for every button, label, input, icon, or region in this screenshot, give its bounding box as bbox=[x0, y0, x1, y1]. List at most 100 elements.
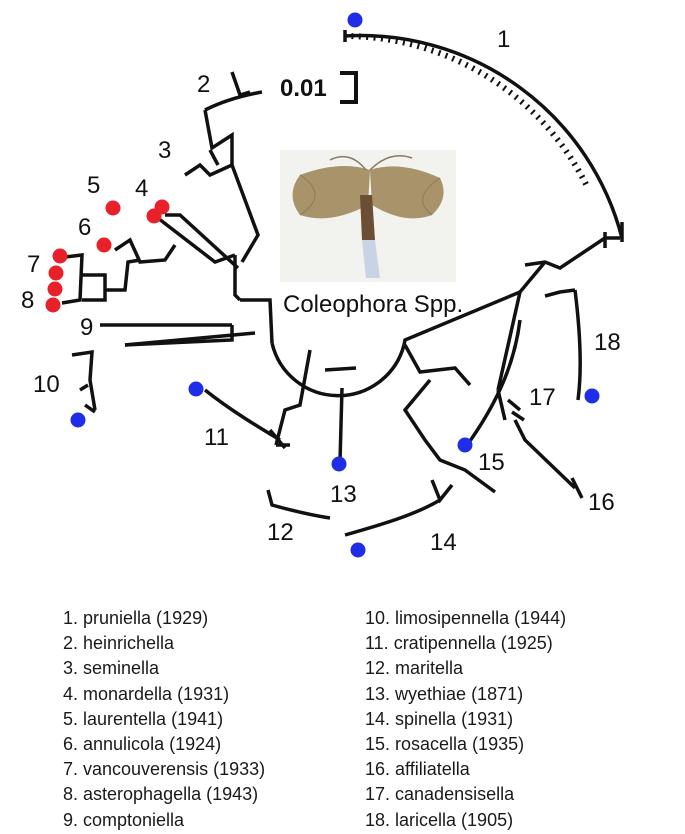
clade-number-18: 18 bbox=[594, 329, 621, 356]
marker-dot-5 bbox=[105, 200, 121, 216]
clade-number-7: 7 bbox=[27, 251, 40, 278]
legend-item-13: 13. wyethiae (1871) bbox=[365, 683, 524, 704]
legend-item-5: 5. laurentella (1941) bbox=[63, 708, 224, 729]
marker-dot-8a bbox=[47, 281, 63, 297]
legend-item-8: 8. asterophagella (1943) bbox=[63, 784, 259, 805]
markers bbox=[45, 12, 600, 558]
branch-tick bbox=[550, 131, 556, 137]
branch-tick bbox=[373, 34, 376, 41]
branch-tick bbox=[582, 181, 589, 186]
clade-15-branch bbox=[463, 319, 522, 450]
branch-tick bbox=[545, 125, 552, 131]
branch-tick bbox=[395, 37, 399, 45]
clade-number-15: 15 bbox=[478, 449, 505, 476]
marker-dot-11 bbox=[188, 381, 204, 397]
clade-number-6: 6 bbox=[78, 214, 91, 241]
legend-item-3: 3. seminella bbox=[63, 658, 160, 679]
legend-left-column: 1. pruniella (1929) 2. heinrichella 3. s… bbox=[63, 606, 265, 833]
clade-number-14: 14 bbox=[430, 529, 457, 556]
branch-tick bbox=[416, 42, 421, 50]
branch-tick bbox=[567, 155, 574, 161]
branch-tick bbox=[524, 104, 531, 110]
marker-dot-1 bbox=[347, 12, 363, 28]
legend-item-9: 9. comptoniella bbox=[63, 809, 185, 830]
branch-tick bbox=[507, 89, 514, 96]
backbone-right bbox=[402, 290, 521, 346]
root-arc bbox=[270, 342, 406, 398]
clade-10-tips bbox=[79, 383, 97, 414]
scale-bar bbox=[340, 71, 358, 104]
clade-6-7-join bbox=[105, 258, 141, 292]
branch-tick bbox=[540, 119, 547, 126]
branch-tick bbox=[554, 137, 561, 143]
branch-tick bbox=[430, 47, 435, 54]
legend-item-16: 16. affiliatella bbox=[365, 759, 470, 780]
clade-14-15-stem bbox=[403, 344, 472, 387]
branch-tick bbox=[571, 161, 578, 167]
clade-number-11: 11 bbox=[204, 424, 229, 451]
clade-right-stem bbox=[518, 260, 547, 294]
clade-number-13: 13 bbox=[330, 481, 357, 508]
clade-2-stem bbox=[203, 109, 234, 165]
marker-dot-4b bbox=[146, 208, 162, 224]
legend-item-1: 1. pruniella (1929) bbox=[63, 608, 209, 628]
clade-number-9: 9 bbox=[80, 314, 93, 341]
clade-11-node bbox=[268, 428, 287, 450]
marker-dot-7a bbox=[52, 248, 68, 264]
clade-number-10: 10 bbox=[33, 371, 60, 398]
marker-dot-18 bbox=[584, 388, 600, 404]
branch-tick bbox=[513, 94, 519, 101]
clade-6 bbox=[114, 237, 177, 264]
branch-tick bbox=[409, 41, 413, 48]
branch-tick bbox=[578, 174, 586, 180]
figure-title: Coleophora Spp. bbox=[283, 291, 463, 318]
marker-dot-14 bbox=[350, 542, 366, 558]
clade-number-12: 12 bbox=[267, 519, 294, 546]
branch-tick bbox=[575, 168, 582, 173]
branch-tick bbox=[519, 99, 525, 105]
branch-tick bbox=[530, 109, 536, 115]
branch-tick bbox=[444, 52, 449, 59]
marker-dot-7b bbox=[48, 265, 64, 281]
clade-7-8-node bbox=[82, 273, 107, 302]
branch-tick bbox=[483, 72, 489, 79]
clade-number-1: 1 bbox=[497, 26, 510, 53]
clade-4 bbox=[165, 213, 240, 270]
clade-number-8: 8 bbox=[21, 287, 34, 314]
clade-3 bbox=[184, 162, 260, 263]
branch-tick bbox=[464, 61, 469, 69]
branch-tick bbox=[489, 76, 495, 83]
legend-item-10: 10. limosipennella (1944) bbox=[365, 608, 567, 628]
legend-item-12: 12. maritella bbox=[365, 658, 464, 679]
clade-3-tip bbox=[208, 149, 220, 166]
clade-15-sub bbox=[402, 378, 497, 494]
branch-tick bbox=[559, 143, 566, 149]
branch-tick bbox=[380, 35, 384, 42]
clade-number-16: 16 bbox=[588, 489, 615, 516]
legend-right-column: 10. limosipennella (1944) 11. cratipenne… bbox=[365, 606, 566, 833]
branch-tick bbox=[495, 80, 502, 87]
clade-18-arc bbox=[573, 289, 582, 401]
branch-tick bbox=[563, 149, 570, 155]
clade-12-stem bbox=[274, 349, 312, 446]
backbone-left-lower bbox=[124, 325, 234, 347]
branch-tick bbox=[402, 39, 406, 46]
legend-item-18: 18. laricella (1905) bbox=[365, 809, 514, 830]
clade-2-arc bbox=[204, 90, 263, 112]
legend-item-2: 2. heinrichella bbox=[63, 633, 175, 654]
marker-dot-15 bbox=[457, 437, 473, 453]
clade-numbers: 1 2 3 4 5 6 7 8 9 10 11 12 13 14 15 16 1… bbox=[21, 26, 621, 556]
clade-1-arc bbox=[344, 33, 624, 239]
marker-dot-8b bbox=[45, 297, 61, 313]
clade-12-arc bbox=[266, 489, 331, 520]
clade-10-stem bbox=[71, 349, 97, 411]
clade-number-2: 2 bbox=[197, 71, 210, 98]
marker-dot-13 bbox=[331, 456, 347, 472]
legend-item-7: 7. vancouverensis (1933) bbox=[63, 759, 266, 780]
legend-item-17: 17. canadensisella bbox=[365, 784, 515, 805]
branch-tick bbox=[387, 36, 391, 43]
marker-dot-6 bbox=[96, 237, 112, 253]
moth-image bbox=[280, 150, 456, 282]
clade-number-17: 17 bbox=[529, 384, 556, 411]
legend-item-15: 15. rosacella (1935) bbox=[365, 734, 525, 755]
